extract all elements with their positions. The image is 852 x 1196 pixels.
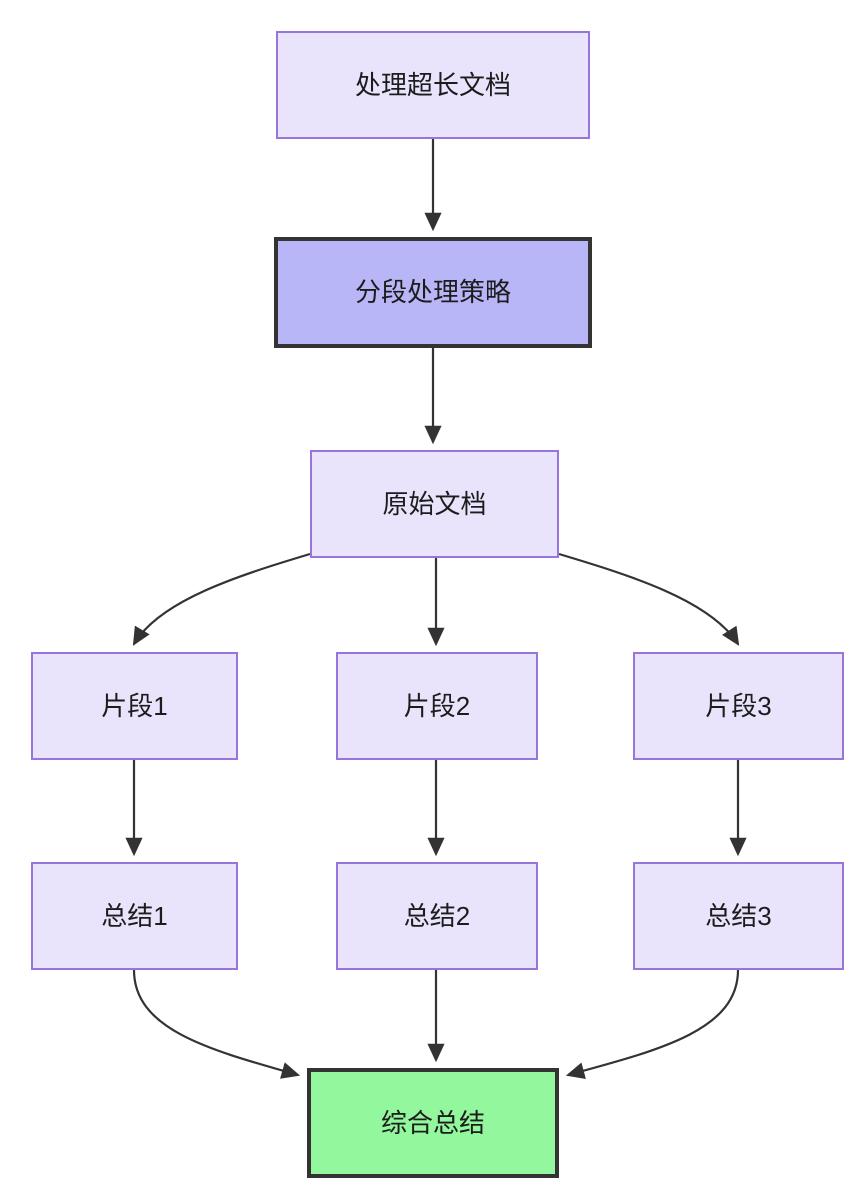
node-label: 原始文档	[382, 488, 487, 519]
node-label: 片段2	[403, 690, 471, 721]
node-fragment-2[interactable]: 片段2	[336, 652, 538, 760]
node-label: 处理超长文档	[354, 69, 511, 100]
node-comprehensive-summary[interactable]: 综合总结	[307, 1068, 559, 1178]
node-fragment-3[interactable]: 片段3	[633, 652, 844, 760]
node-label: 总结3	[705, 900, 772, 931]
node-process-long-document[interactable]: 处理超长文档	[276, 31, 590, 139]
node-label: 综合总结	[380, 1107, 485, 1138]
edge-n3-n6	[558, 552, 740, 646]
node-fragment-1[interactable]: 片段1	[31, 652, 238, 760]
node-summary-2[interactable]: 总结2	[336, 862, 538, 970]
node-segmented-processing-strategy[interactable]: 分段处理策略	[274, 237, 592, 348]
edge-n9-n10	[565, 969, 740, 1080]
node-summary-1[interactable]: 总结1	[31, 862, 238, 970]
node-label: 分段处理策略	[354, 277, 511, 308]
node-label: 片段3	[705, 690, 772, 721]
node-original-document[interactable]: 原始文档	[310, 450, 559, 558]
edge-n3-n4	[132, 552, 311, 646]
edge-n7-n10	[132, 969, 301, 1079]
node-label: 总结2	[403, 900, 471, 931]
node-label: 总结1	[101, 900, 168, 931]
node-summary-3[interactable]: 总结3	[633, 862, 844, 970]
node-label: 片段1	[101, 690, 168, 721]
